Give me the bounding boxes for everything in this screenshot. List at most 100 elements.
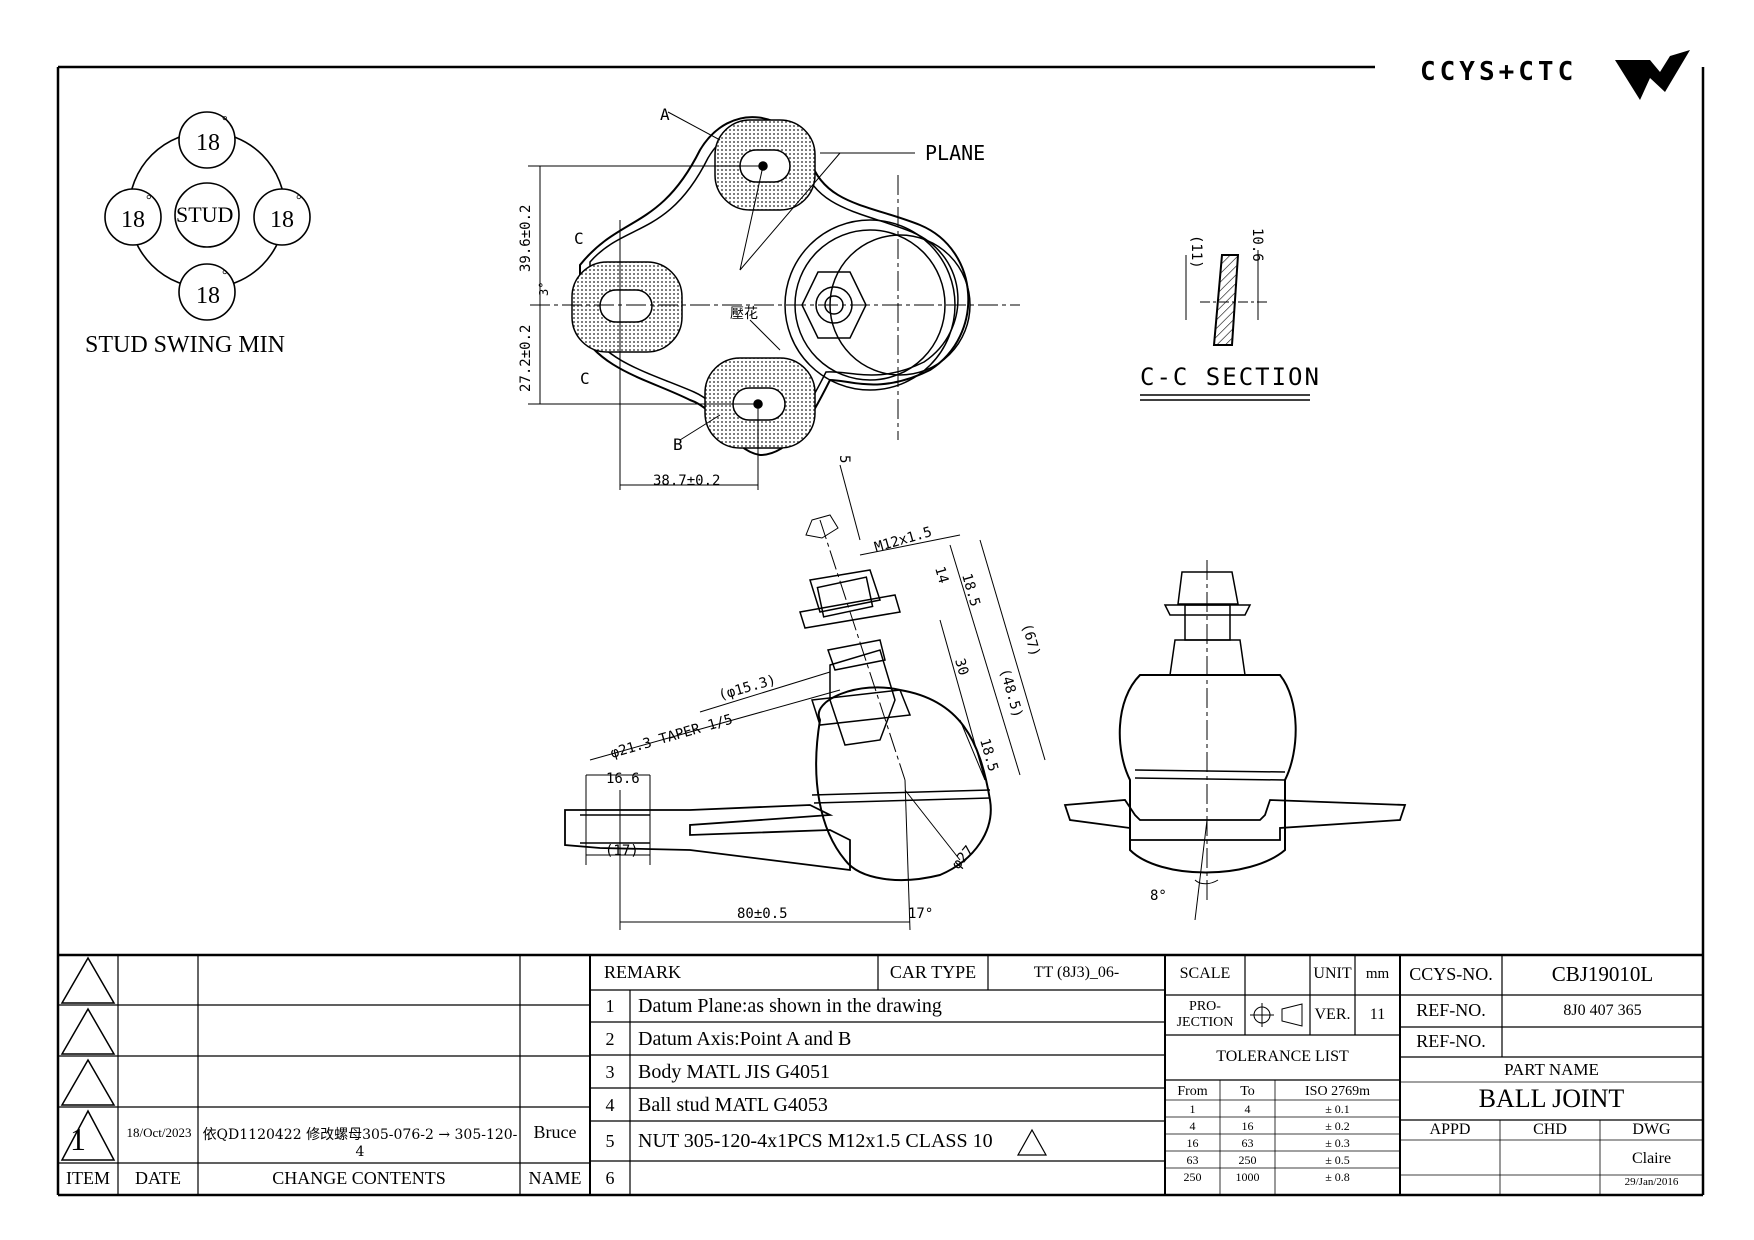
- top-view-labels: A B PLANE C C 壓花 38.7±0.2 39.6±0.2 27.2±…: [518, 105, 985, 489]
- part-name-value: BALL JOINT: [1478, 1084, 1625, 1113]
- ccys-number: CBJ19010L: [1551, 962, 1654, 986]
- swing-center-label: STUD: [176, 202, 233, 227]
- tolerance-to: 250: [1238, 1153, 1257, 1167]
- point-b-label: B: [673, 435, 683, 454]
- tolerance-value: ± 0.3: [1325, 1136, 1350, 1150]
- front-view-labels: 8°: [1150, 888, 1167, 904]
- logo-mark-icon: [1615, 50, 1690, 100]
- angle-3: 3°: [537, 282, 551, 296]
- angle-8: 8°: [1150, 888, 1167, 904]
- cc-section-labels: C-C SECTION (11) 10.6: [1140, 228, 1321, 391]
- angle-17: 17°: [908, 906, 933, 922]
- swing-caption: STUD SWING MIN: [85, 332, 285, 358]
- projection-label-line-2: JECTION: [1176, 1015, 1234, 1030]
- side-view: [564, 464, 1046, 931]
- dim-38-7: 38.7±0.2: [653, 473, 720, 489]
- dwg-date: 29/Jan/2016: [1624, 1176, 1679, 1188]
- swing-top-value: 18: [196, 130, 220, 156]
- tolerance-from: 4: [1189, 1119, 1196, 1133]
- ref-label-1: REF-NO.: [1416, 1000, 1486, 1020]
- projection-label-line-1: PRO-: [1189, 999, 1221, 1014]
- knurl-label: 壓花: [730, 306, 758, 322]
- ver-label: VER.: [1314, 1006, 1351, 1023]
- tolerance-value: ± 0.2: [1325, 1119, 1350, 1133]
- unit-label: UNIT: [1313, 965, 1352, 982]
- swing-left-degree: °: [146, 193, 152, 208]
- remark-1-text: Datum Plane:as shown in the drawing: [638, 995, 942, 1017]
- drawing-border: [56, 65, 1705, 1197]
- title-block-grid: [58, 953, 1703, 1195]
- tolerance-header-to: To: [1240, 1084, 1255, 1099]
- remark-label: REMARK: [604, 962, 682, 982]
- dim-14: 14: [931, 565, 951, 586]
- chd-label: CHD: [1533, 1121, 1567, 1138]
- unit-value: mm: [1365, 966, 1390, 982]
- tolerance-to: 1000: [1235, 1170, 1260, 1184]
- dim-27-2: 27.2±0.2: [518, 325, 534, 392]
- swing-top-degree: °: [222, 114, 228, 129]
- swing-right-degree: °: [296, 193, 302, 208]
- dwg-name: Claire: [1631, 1150, 1672, 1167]
- plane-label: PLANE: [925, 141, 985, 165]
- section-dim-10-6: 10.6: [1249, 228, 1265, 262]
- car-type-label: CAR TYPE: [889, 962, 977, 982]
- front-view: [1063, 560, 1407, 921]
- header-name: NAME: [528, 1168, 582, 1188]
- tolerance-from: 16: [1186, 1136, 1199, 1150]
- section-dim-11: (11): [1188, 235, 1204, 269]
- remark-5-number: 5: [605, 1131, 615, 1151]
- ccys-label: CCYS-NO.: [1409, 964, 1493, 984]
- dim-80: 80±0.5: [737, 906, 788, 922]
- tolerance-header-iso: ISO 2769m: [1305, 1084, 1370, 1099]
- ref-label-2: REF-NO.: [1416, 1031, 1486, 1051]
- cc-section: [1140, 250, 1310, 401]
- tolerance-value: ± 0.5: [1325, 1153, 1350, 1167]
- section-mark-upper: C: [574, 229, 584, 248]
- dim-nut-5: 5: [836, 455, 852, 463]
- cc-section-title: C-C SECTION: [1140, 363, 1321, 391]
- remark-6-number: 6: [605, 1168, 615, 1188]
- tolerance-to: 16: [1241, 1119, 1254, 1133]
- swing-bottom-value: 18: [196, 283, 220, 309]
- tolerance-header-from: From: [1177, 1084, 1208, 1099]
- swing-bottom-degree: °: [222, 268, 228, 283]
- revision-name-1: Bruce: [533, 1122, 577, 1142]
- remark-3-number: 3: [605, 1062, 615, 1082]
- point-a-label: A: [660, 105, 670, 124]
- remark-2-number: 2: [605, 1029, 615, 1049]
- tolerance-from: 1: [1189, 1102, 1196, 1116]
- header-contents: CHANGE CONTENTS: [272, 1168, 446, 1188]
- swing-right-value: 18: [270, 207, 294, 233]
- top-view: [528, 111, 1020, 490]
- appd-label: APPD: [1429, 1121, 1471, 1138]
- scale-label: SCALE: [1179, 965, 1231, 982]
- dim-16-6: 16.6: [606, 771, 640, 787]
- dim-17: (17): [605, 843, 639, 859]
- ver-value: 11: [1369, 1006, 1386, 1023]
- revision-item-1: 1: [70, 1121, 86, 1157]
- dim-39-6: 39.6±0.2: [518, 205, 534, 272]
- tolerance-value: ± 0.8: [1325, 1170, 1350, 1184]
- revision-date-1: 18/Oct/2023: [126, 1125, 192, 1140]
- header-date: DATE: [135, 1168, 181, 1188]
- company-logo: CCYS+CTC: [1420, 50, 1690, 100]
- revision-contents-1: 依QD1120422 修改螺母305-076-2 → 305-120-4: [202, 1127, 518, 1160]
- tolerance-to: 63: [1241, 1136, 1254, 1150]
- remark-2-text: Datum Axis:Point A and B: [638, 1028, 852, 1050]
- dwg-label: DWG: [1632, 1121, 1671, 1138]
- swing-left-value: 18: [121, 207, 145, 233]
- tolerance-from: 250: [1183, 1170, 1202, 1184]
- tolerance-from: 63: [1186, 1153, 1199, 1167]
- remark-4-number: 4: [605, 1095, 615, 1115]
- tolerance-value: ± 0.1: [1325, 1102, 1350, 1116]
- logo-text: CCYS+CTC: [1420, 57, 1577, 87]
- stud-swing-diagram: 18 ° 18 ° 18 ° 18 ° STUD STUD SWING MIN: [85, 111, 311, 358]
- remark-3-text: Body MATL JIS G4051: [638, 1061, 831, 1083]
- remark-4-text: Ball stud MATL G4053: [638, 1094, 828, 1116]
- section-mark-lower: C: [580, 369, 590, 388]
- header-item: ITEM: [66, 1168, 110, 1188]
- remark-1-number: 1: [605, 996, 615, 1016]
- part-name-label: PART NAME: [1504, 1060, 1599, 1079]
